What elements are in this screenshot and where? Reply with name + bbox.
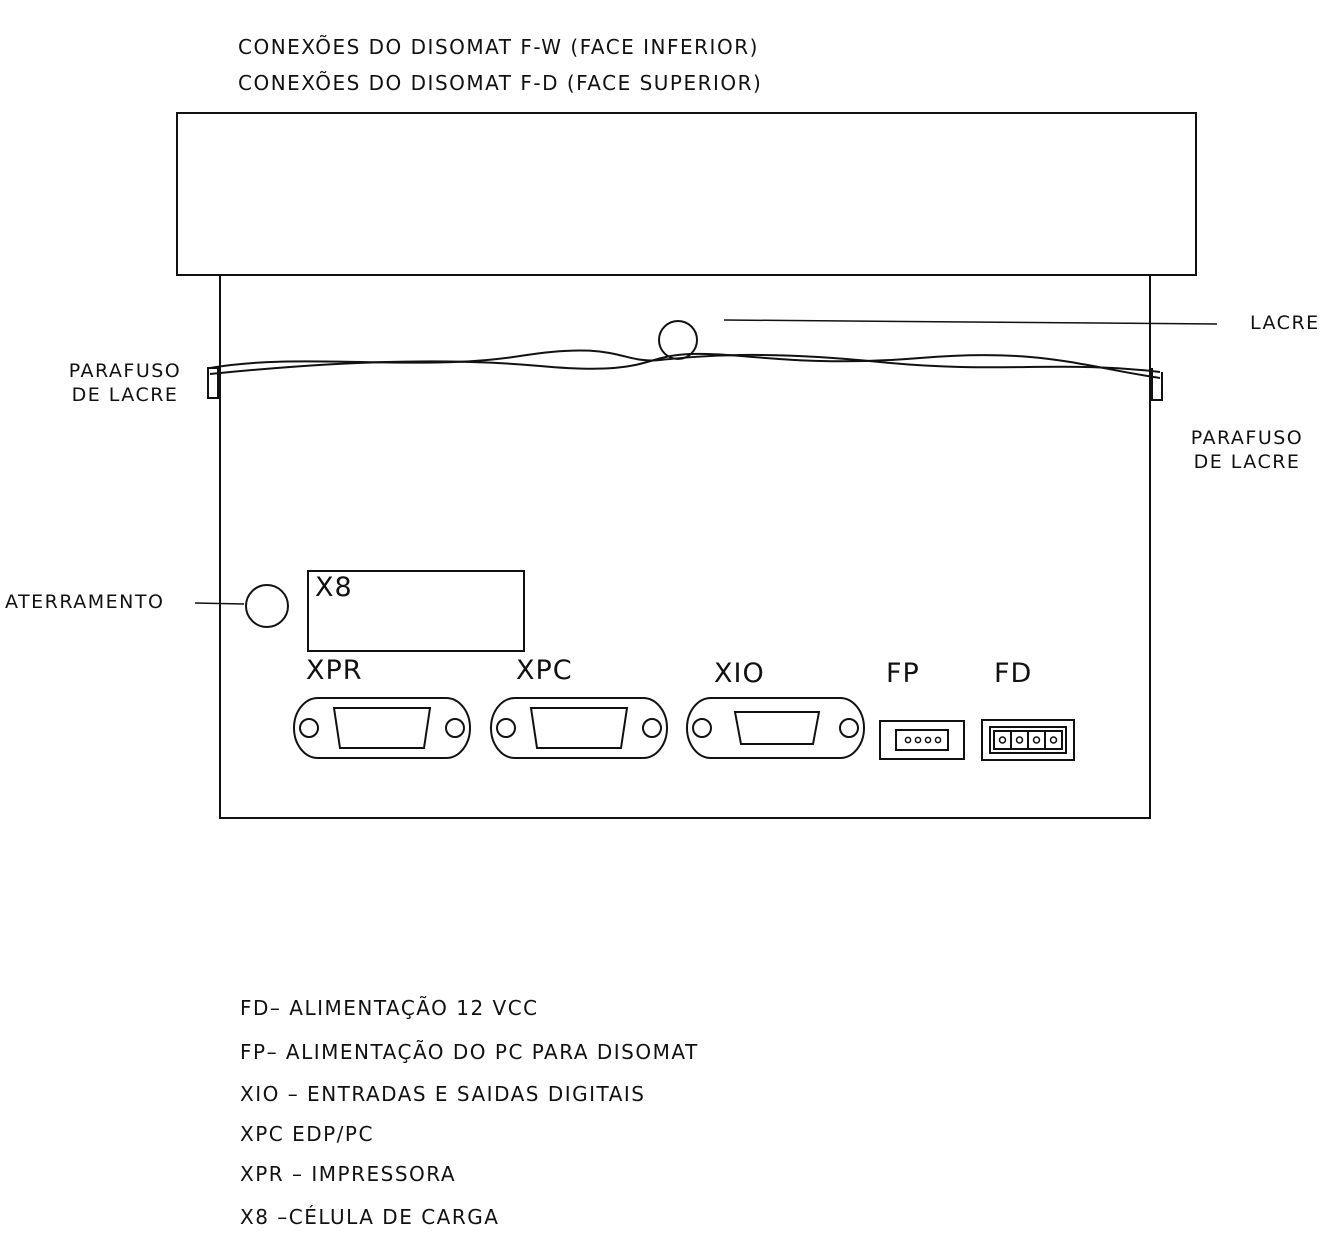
title-line-2: CONEXÕES DO DISOMAT F-D (FACE SUPERIOR)	[238, 71, 763, 95]
fp-label: FP	[886, 658, 920, 689]
fp-connector	[879, 720, 965, 760]
aterramento-terminal	[245, 584, 289, 628]
x8-connector	[307, 570, 525, 652]
aterramento-label: ATERRAMENTO	[5, 591, 165, 613]
parafuso-right-label: PARAFUSO DE LACRE	[1184, 426, 1310, 474]
xpr-connector	[293, 697, 471, 759]
xpr-label: XPR	[306, 655, 363, 686]
fd-connector	[981, 719, 1075, 761]
xpc-label: XPC	[516, 655, 573, 686]
parafuso-left-screw	[207, 367, 219, 399]
seal-wire-2	[209, 352, 1161, 379]
parafuso-right-screw	[1151, 368, 1163, 401]
parafuso-left-line-2: DE LACRE	[71, 384, 179, 406]
legend-item-xpr: XPR – IMPRESSORA	[240, 1162, 457, 1186]
legend-item-xio: XIO – ENTRADAS E SAIDAS DIGITAIS	[240, 1082, 646, 1106]
legend-item-fd: FD– ALIMENTAÇÃO 12 VCC	[240, 996, 539, 1020]
aterramento-leader-line	[194, 602, 245, 605]
xio-label: XIO	[714, 658, 765, 689]
xio-connector	[686, 697, 865, 759]
legend-item-fp: FP– ALIMENTAÇÃO DO PC PARA DISOMAT	[240, 1040, 699, 1064]
legend-item-xpc: XPC EDP/PC	[240, 1122, 374, 1146]
device-body	[219, 275, 1151, 819]
parafuso-right-line-1: PARAFUSO	[1190, 427, 1304, 449]
title-line-1: CONEXÕES DO DISOMAT F-W (FACE INFERIOR)	[238, 35, 759, 59]
parafuso-left-label: PARAFUSO DE LACRE	[64, 359, 186, 407]
device-top-cover	[176, 112, 1197, 276]
fd-label: FD	[994, 658, 1033, 689]
parafuso-right-line-2: DE LACRE	[1193, 451, 1301, 473]
x8-label: X8	[315, 572, 353, 603]
xpc-connector	[490, 697, 668, 759]
legend-item-x8: X8 –CÉLULA DE CARGA	[240, 1205, 500, 1229]
lacre-label: LACRE	[1250, 312, 1320, 334]
lacre-leader-line	[723, 319, 1218, 325]
parafuso-left-line-1: PARAFUSO	[68, 360, 182, 382]
